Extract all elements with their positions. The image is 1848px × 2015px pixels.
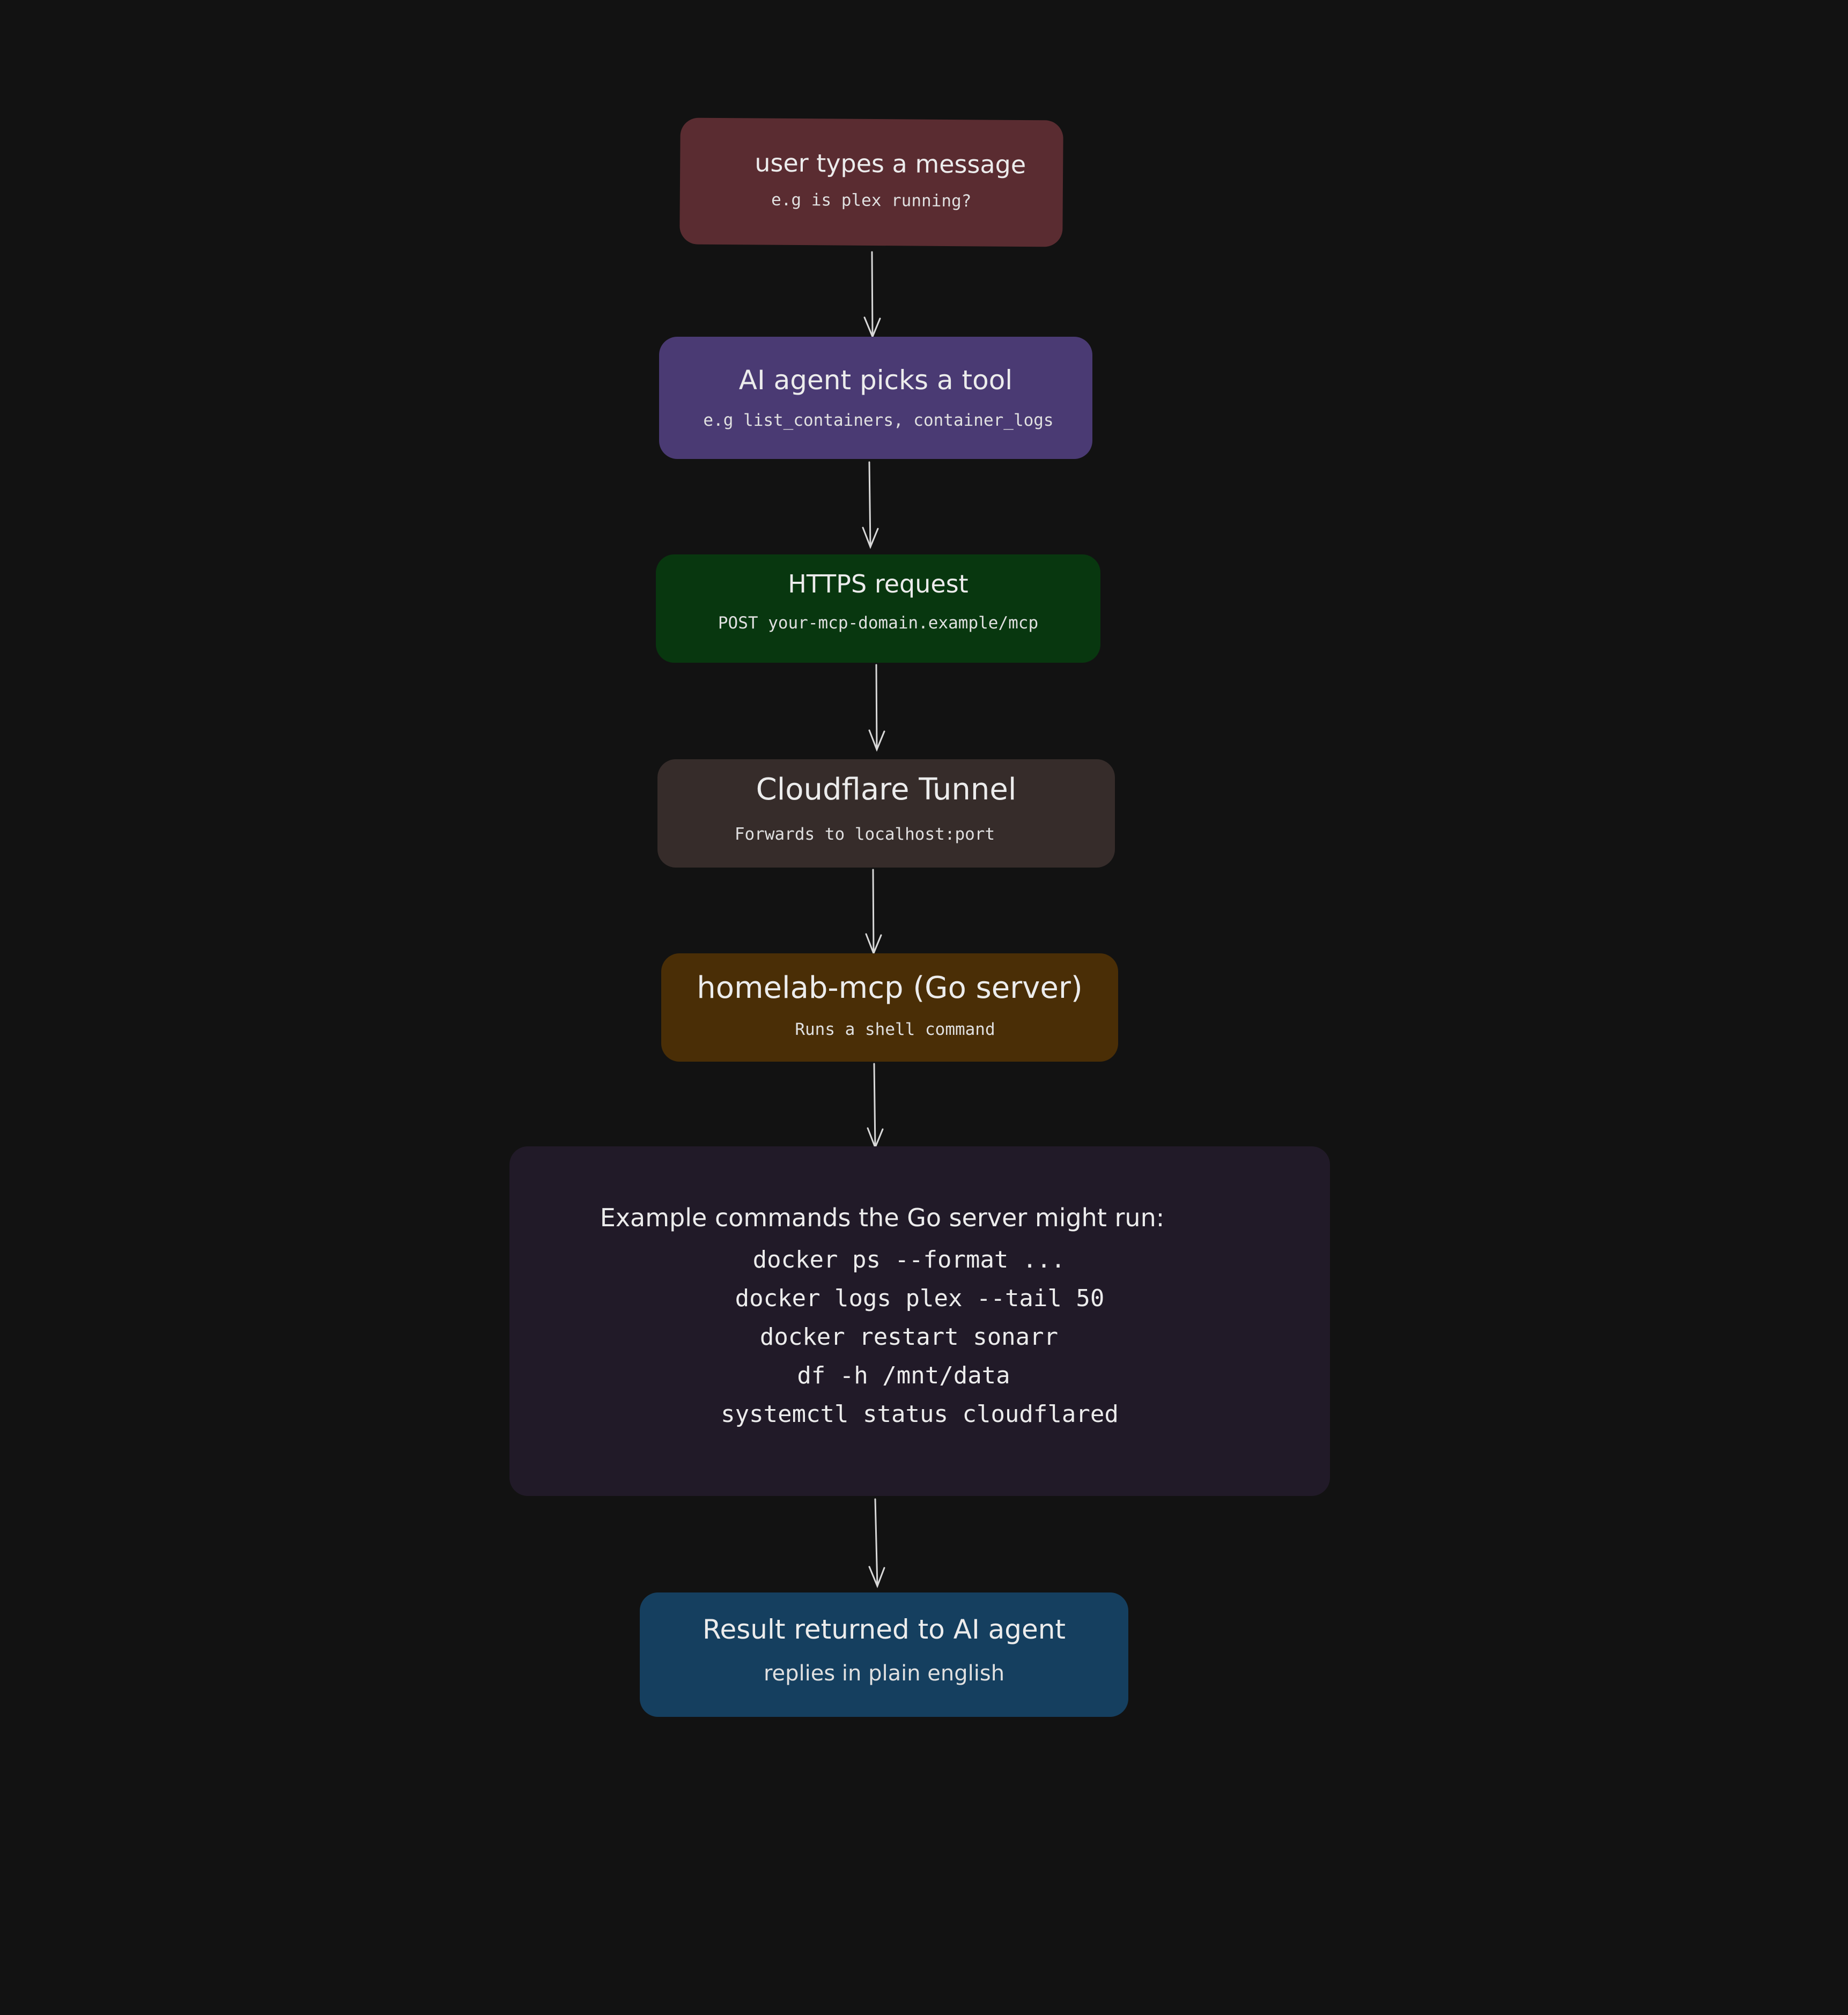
step-example-commands: Example commands the Go server might run… (509, 1146, 1330, 1496)
step-subtitle: Runs a shell command (795, 1020, 995, 1039)
step-title: Result returned to AI agent (702, 1614, 1066, 1645)
step-https-request: HTTPS request POST your-mcp-domain.examp… (656, 554, 1100, 663)
command-line: systemctl status cloudflared (721, 1401, 1119, 1428)
step-subtitle: Forwards to localhost:port (734, 825, 995, 844)
arrow-5 (867, 1063, 884, 1150)
arrow-6 (868, 1498, 885, 1589)
arrow-1 (863, 251, 881, 339)
step-title: homelab-mcp (Go server) (697, 971, 1083, 1005)
arrow-2 (862, 461, 879, 550)
step-subtitle: e.g list_containers, container_logs (703, 411, 1054, 430)
command-line: docker ps --format ... (752, 1246, 1066, 1273)
step-title: AI agent picks a tool (738, 365, 1013, 396)
step-title: user types a message (755, 148, 1026, 180)
step-go-server: homelab-mcp (Go server) Runs a shell com… (661, 953, 1118, 1062)
step-subtitle: POST your-mcp-domain.example/mcp (718, 613, 1039, 633)
command-line: df -h /mnt/data (797, 1362, 1010, 1389)
step-ai-agent: AI agent picks a tool e.g list_container… (659, 337, 1092, 459)
command-line: docker logs plex --tail 50 (735, 1285, 1105, 1312)
step-title: Example commands the Go server might run… (600, 1203, 1165, 1232)
step-result-returned: Result returned to AI agent replies in p… (640, 1592, 1128, 1717)
step-title: Cloudflare Tunnel (756, 772, 1017, 807)
step-user-message: user types a message e.g is plex running… (679, 117, 1063, 247)
arrow-3 (868, 664, 885, 752)
step-title: HTTPS request (788, 569, 969, 598)
arrow-4 (865, 869, 882, 956)
command-line: docker restart sonarr (759, 1323, 1059, 1351)
step-cloudflare-tunnel: Cloudflare Tunnel Forwards to localhost:… (657, 759, 1115, 868)
step-subtitle: e.g is plex running? (771, 190, 972, 211)
step-subtitle: replies in plain english (763, 1661, 1005, 1686)
